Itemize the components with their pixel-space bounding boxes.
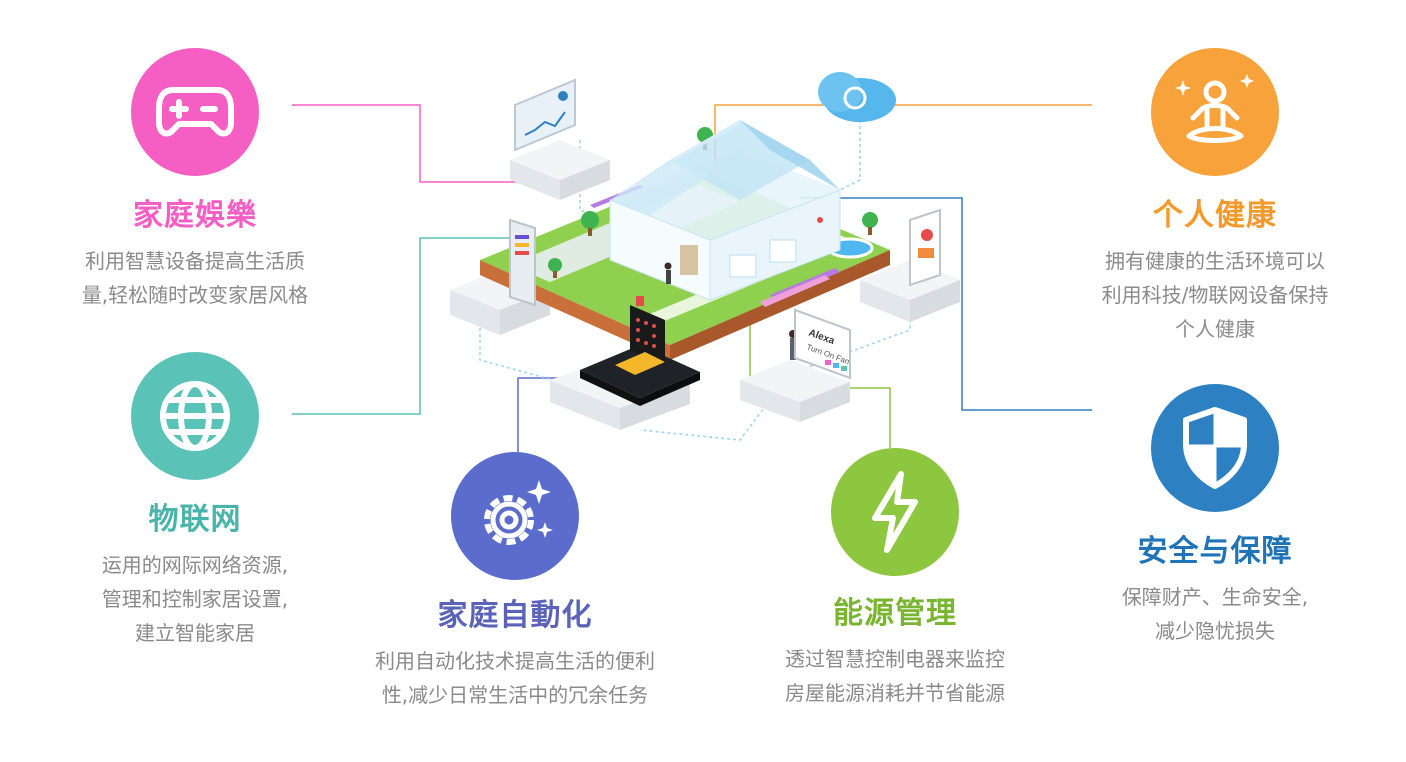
health-description: 拥有健康的生活环境可以 利用科技/物联网设备保持 个人健康 bbox=[1065, 244, 1365, 346]
microbit-board bbox=[580, 296, 700, 406]
alexa-display: Alexa Turn On Fan bbox=[794, 308, 851, 380]
safety-desc-line: 减少隐忧损失 bbox=[1155, 619, 1275, 643]
health-title: 个人健康 bbox=[1153, 198, 1277, 233]
health-tablet bbox=[909, 208, 941, 287]
iot-title: 物联网 bbox=[148, 502, 242, 537]
entertainment-desc-line: 利用智慧设备提高生活质 bbox=[85, 249, 305, 273]
globe-icon bbox=[160, 381, 230, 451]
entertainment-title: 家庭娛樂 bbox=[133, 198, 257, 233]
automation-description: 利用自动化技术提高生活的便利 性,减少日常生活中的冗余任务 bbox=[335, 644, 695, 712]
energy-title: 能源管理 bbox=[833, 596, 957, 631]
meditation-icon bbox=[1175, 74, 1254, 143]
feature-energy: 能源管理 透过智慧控制电器来监控 房屋能源消耗并节省能源 bbox=[740, 448, 1050, 710]
energy-badge bbox=[831, 448, 959, 576]
feature-iot: 物联网 运用的网际网络资源, 管理和控制家居设置, 建立智能家居 bbox=[40, 352, 350, 650]
house bbox=[609, 120, 841, 301]
safety-badge bbox=[1151, 384, 1279, 512]
entertainment-desc-line: 量,轻松随时改变家居风格 bbox=[81, 283, 309, 307]
iot-desc-line: 建立智能家居 bbox=[135, 621, 255, 645]
health-desc-line: 个人健康 bbox=[1175, 317, 1255, 341]
iot-desc-line: 管理和控制家居设置, bbox=[101, 587, 289, 611]
iot-description: 运用的网际网络资源, 管理和控制家居设置, 建立智能家居 bbox=[40, 548, 350, 650]
connector-iot bbox=[292, 237, 520, 415]
energy-desc-line: 透过智慧控制电器来监控 bbox=[785, 647, 1005, 671]
lightning-icon bbox=[872, 471, 918, 553]
automation-desc-line: 利用自动化技术提高生活的便利 bbox=[375, 649, 655, 673]
energy-desc-line: 房屋能源消耗并节省能源 bbox=[785, 681, 1005, 705]
automation-title: 家庭自動化 bbox=[437, 598, 593, 633]
feature-safety: 安全与保障 保障财产、生命安全, 减少隐忧损失 bbox=[1065, 384, 1365, 648]
safety-title: 安全与保障 bbox=[1137, 534, 1293, 569]
entertainment-description: 利用智慧设备提高生活质 量,轻松随时改变家居风格 bbox=[40, 244, 350, 312]
entertainment-badge bbox=[131, 48, 259, 176]
cloud-gear-icon bbox=[818, 72, 896, 122]
feature-automation: 家庭自動化 利用自动化技术提高生活的便利 性,减少日常生活中的冗余任务 bbox=[335, 452, 695, 712]
feature-health: 个人健康 拥有健康的生活环境可以 利用科技/物联网设备保持 个人健康 bbox=[1065, 48, 1365, 346]
shield-icon bbox=[1183, 407, 1247, 489]
gear-sparkle-icon bbox=[484, 480, 553, 545]
energy-description: 透过智慧控制电器来监控 房屋能源消耗并节省能源 bbox=[740, 642, 1050, 710]
iot-badge bbox=[131, 352, 259, 480]
gamepad-icon bbox=[156, 87, 234, 137]
health-desc-line: 利用科技/物联网设备保持 bbox=[1101, 283, 1329, 307]
connector-safety bbox=[800, 197, 1092, 411]
connector-entertainment bbox=[292, 104, 580, 183]
feature-entertainment: 家庭娛樂 利用智慧设备提高生活质 量,轻松随时改变家居风格 bbox=[40, 48, 350, 312]
smart-home-illustration: Alexa Turn On Fan bbox=[450, 72, 960, 441]
control-tablet bbox=[509, 218, 536, 307]
iot-desc-line: 运用的网际网络资源, bbox=[101, 553, 289, 577]
automation-desc-line: 性,减少日常生活中的冗余任务 bbox=[381, 683, 649, 707]
automation-badge bbox=[451, 452, 579, 580]
health-badge bbox=[1151, 48, 1279, 176]
safety-description: 保障财产、生命安全, 减少隐忧损失 bbox=[1065, 580, 1365, 648]
safety-desc-line: 保障财产、生命安全, bbox=[1121, 585, 1309, 609]
health-desc-line: 拥有健康的生活环境可以 bbox=[1105, 249, 1325, 273]
dashboard-monitor bbox=[514, 78, 576, 152]
